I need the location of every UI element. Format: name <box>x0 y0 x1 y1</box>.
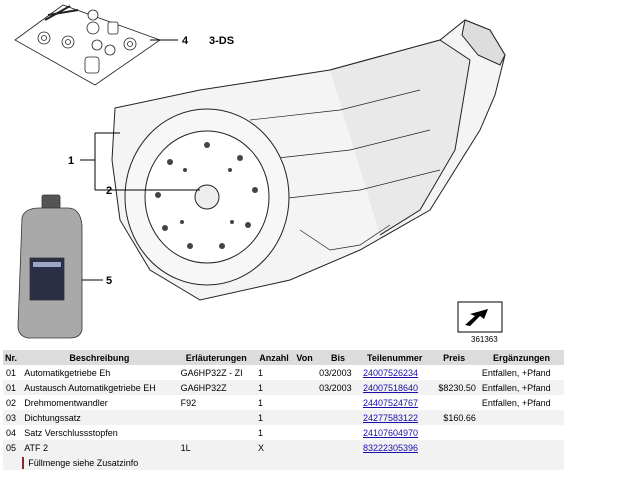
cell-nr: 01 <box>6 367 17 378</box>
cell-part-number: 24277583122 <box>359 410 430 425</box>
cell-extra <box>478 440 564 455</box>
cell-extra: Entfallen, +Pfand <box>481 397 551 408</box>
cell-price: $160.66 <box>429 410 479 425</box>
cell-nr: 04 <box>6 427 17 438</box>
part-number-link[interactable]: 83222305396 <box>362 442 419 453</box>
cell-from <box>293 395 316 410</box>
callout-4: 4 <box>182 35 189 47</box>
header-erlaeuterungen: Erläuterungen <box>177 350 255 365</box>
cell-price <box>429 440 479 455</box>
note-cell: Füllmenge siehe Zusatzinfo <box>21 455 564 470</box>
cell-to <box>316 440 360 455</box>
cell-part-number: 24407524767 <box>360 395 429 410</box>
callout-3ds: 3-DS <box>209 35 234 47</box>
cell-part-number: 24007526234 <box>360 365 429 380</box>
cell-price <box>429 365 479 380</box>
cell-part-number: 24107604970 <box>360 425 429 440</box>
cell-from <box>293 425 316 440</box>
header-preis: Preis <box>429 350 479 365</box>
cell-nr: 01 <box>3 380 22 395</box>
cell-explanation: GA6HP32Z <box>177 380 255 395</box>
cell-price <box>429 425 479 440</box>
table-row: 01 Automatikgetriebe Eh GA6HP32Z - ZI 1 … <box>3 365 564 380</box>
cell-extra: Entfallen, +Pfand <box>481 367 551 378</box>
header-nr: Nr. <box>3 350 22 365</box>
header-anzahl: Anzahl <box>254 350 294 365</box>
table-row: 02 Drehmomentwandler F92 1 24407524767 E… <box>3 395 564 410</box>
torque-converter-illustration <box>124 108 290 286</box>
cell-explanation <box>177 410 255 425</box>
table-header-row: Nr. Beschreibung Erläuterungen Anzahl Vo… <box>3 350 564 365</box>
cell-quantity: X <box>254 440 294 455</box>
cell-quantity: 1 <box>257 367 263 378</box>
cell-from <box>293 410 317 425</box>
cell-extra: Entfallen, +Pfand <box>478 380 564 395</box>
cell-nr: 03 <box>3 410 22 425</box>
part-number-link[interactable]: 24007526234 <box>362 367 419 378</box>
cell-explanation: GA6HP32Z - ZI <box>180 367 243 378</box>
cell-description: Dichtungssatz <box>21 410 178 425</box>
cell-to: 03/2003 <box>316 380 360 395</box>
cell-from <box>293 365 316 380</box>
callout-1: 1 <box>68 155 74 167</box>
cell-extra <box>479 425 564 440</box>
note-marker <box>22 457 25 469</box>
header-ergaenzungen: Ergänzungen <box>478 350 564 365</box>
fill-quantity-note: Füllmenge siehe Zusatzinfo <box>28 457 139 468</box>
cell-part-number: 83222305396 <box>359 440 430 455</box>
plug-kit-illustration <box>14 4 161 86</box>
cell-price <box>429 395 479 410</box>
cell-quantity: 1 <box>254 380 294 395</box>
cell-quantity: 1 <box>257 397 263 408</box>
cell-nr: 05 <box>3 440 22 455</box>
direction-arrow-icon <box>457 301 503 333</box>
header-bis: Bis <box>316 350 360 365</box>
part-number-link[interactable]: 24277583122 <box>362 412 419 423</box>
cell-explanation: F92 <box>180 397 197 408</box>
table-note-row: Füllmenge siehe Zusatzinfo <box>3 455 564 470</box>
cell-price: $8230.50 <box>429 380 479 395</box>
cell-quantity: 1 <box>257 427 263 438</box>
cell-part-number: 24007518640 <box>359 380 430 395</box>
cell-description: Automatikgetriebe Eh <box>24 367 111 378</box>
cell-description: ATF 2 <box>21 440 178 455</box>
table-row: 05 ATF 2 1L X 83222305396 <box>3 440 564 455</box>
cell-from <box>293 380 317 395</box>
cell-to <box>316 395 360 410</box>
table-row: 04 Satz Verschlussstopfen 1 24107604970 <box>3 425 564 440</box>
part-number-link[interactable]: 24407524767 <box>362 397 419 408</box>
table-row: 01 Austausch Automatikgetriebe EH GA6HP3… <box>3 380 564 395</box>
callout-5: 5 <box>106 275 112 287</box>
cell-description: Drehmomentwandler <box>24 397 108 408</box>
cell-quantity: 1 <box>254 410 294 425</box>
part-number-link[interactable]: 24007518640 <box>362 382 419 393</box>
header-teilenummer: Teilenummer <box>359 350 430 365</box>
cell-to <box>316 410 360 425</box>
cell-explanation <box>178 425 255 440</box>
parts-table: Nr. Beschreibung Erläuterungen Anzahl Vo… <box>3 350 564 470</box>
image-id: 361363 <box>471 335 498 344</box>
header-beschreibung: Beschreibung <box>21 350 178 365</box>
cell-nr: 02 <box>6 397 17 408</box>
parts-diagram: 4 3-DS 1 2 5 <box>14 4 506 344</box>
cell-description: Austausch Automatikgetriebe EH <box>21 380 178 395</box>
header-von: Von <box>293 350 317 365</box>
cell-description: Satz Verschlussstopfen <box>24 427 118 438</box>
cell-explanation: 1L <box>177 440 255 455</box>
cell-extra <box>478 410 564 425</box>
cell-to: 03/2003 <box>319 367 352 378</box>
callout-2: 2 <box>106 185 112 197</box>
part-number-link[interactable]: 24107604970 <box>362 427 419 438</box>
cell-from <box>293 440 317 455</box>
table-row: 03 Dichtungssatz 1 24277583122 $160.66 <box>3 410 564 425</box>
atf-bottle-illustration <box>17 194 83 339</box>
cell-to <box>316 425 360 440</box>
